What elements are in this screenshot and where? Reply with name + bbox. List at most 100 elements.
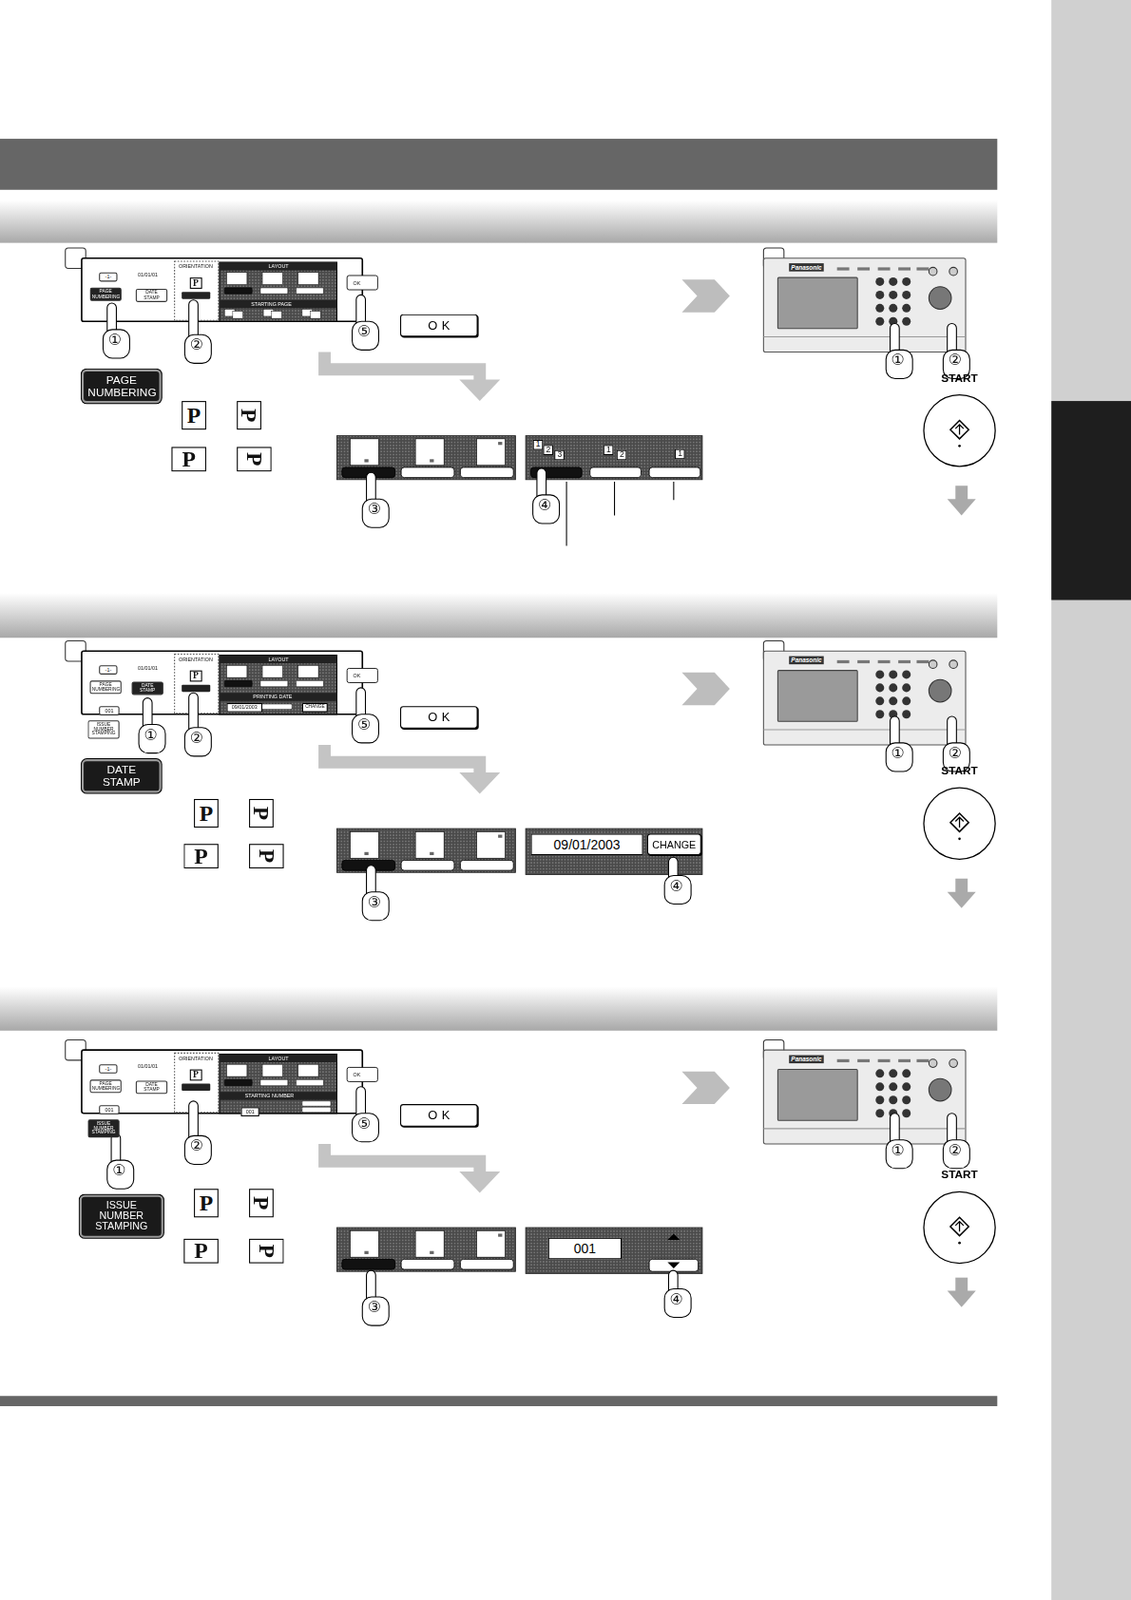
- stop-key: [949, 1059, 959, 1069]
- pointing-hand: [352, 688, 380, 744]
- clear-key: [928, 660, 938, 670]
- node-text: 001: [574, 1241, 596, 1257]
- touch-panel: [81, 651, 363, 715]
- panel-button: [295, 1079, 324, 1086]
- pointing-hand: [184, 692, 211, 757]
- label-text: ②: [948, 744, 962, 763]
- panel-text: 2: [542, 444, 554, 456]
- leader-line: [613, 481, 615, 516]
- indicator: [878, 1059, 891, 1063]
- title-bar: [219, 262, 338, 271]
- callout-number: ②: [948, 353, 962, 369]
- callout-number: ②: [948, 1143, 962, 1159]
- header-bar: [0, 138, 997, 191]
- pointing-hand: [102, 303, 130, 359]
- callout-number: ②: [948, 746, 962, 762]
- label-text: PRINTING DATE: [252, 692, 292, 699]
- chevron-arrow: [681, 1072, 729, 1105]
- label-text: PAGE NUMBERING: [92, 1080, 121, 1091]
- keypad-key: [901, 1095, 911, 1105]
- label-text: ②: [948, 350, 962, 369]
- panel-text: LAYOUT: [268, 1055, 288, 1061]
- zoom-panel: [525, 1227, 703, 1274]
- panel-text: P: [236, 401, 262, 430]
- label-text: P: [254, 849, 278, 863]
- label-text: ORIENTATION: [178, 656, 213, 663]
- zoom-button: [460, 860, 514, 871]
- mode-badge: ISSUE NUMBER STAMPING: [79, 1195, 164, 1239]
- label-text: ORIENTATION: [178, 1055, 213, 1062]
- label-text: Panasonic: [790, 264, 822, 270]
- callout-number: ③: [367, 895, 382, 911]
- label-text: -1-: [105, 273, 113, 280]
- keypad-key: [888, 696, 898, 706]
- label-text: ③: [367, 1298, 382, 1317]
- callout-number: ②: [190, 337, 204, 353]
- panel-text: OK: [353, 280, 362, 286]
- pointing-hand: [352, 294, 380, 350]
- hand-palm: [885, 1140, 913, 1170]
- panel-button: [224, 680, 252, 687]
- panel-text: P: [181, 401, 207, 430]
- panel-text: 1: [533, 440, 544, 451]
- pointing-hand: [942, 323, 970, 379]
- panel-text: 2: [616, 450, 628, 461]
- panel-text: Panasonic: [788, 1055, 825, 1065]
- label-text: 001: [105, 707, 115, 713]
- stamp-mark: [429, 1251, 434, 1255]
- page-icon: [477, 1230, 506, 1258]
- zoom-button: [342, 1259, 396, 1270]
- label-text: P: [248, 1196, 275, 1210]
- pointing-hand: [664, 1270, 691, 1318]
- hand-palm: [362, 892, 389, 921]
- callout-number: ④: [670, 1292, 684, 1308]
- indicator: [857, 267, 870, 270]
- keypad-key: [888, 290, 898, 300]
- stamp-mark: [498, 441, 502, 445]
- panel-button: [224, 287, 252, 294]
- node-text: OK: [427, 1108, 454, 1123]
- section-art: [65, 640, 977, 1266]
- label-text: ⑤: [357, 1114, 371, 1133]
- page-icon: [298, 1064, 319, 1077]
- keypad-key: [901, 1082, 911, 1092]
- hand-palm: [664, 876, 691, 905]
- label-text: DATE STAMP: [143, 1081, 159, 1092]
- page-icon: [415, 1230, 444, 1258]
- page-icon: [477, 439, 506, 466]
- panel-button: [295, 287, 324, 294]
- label-text: 3: [556, 450, 562, 461]
- page-icon: [232, 311, 244, 320]
- panel-area: [219, 655, 338, 715]
- label-text: 2: [546, 444, 552, 455]
- callout-number: ②: [190, 1139, 204, 1155]
- page-icon: [349, 831, 379, 859]
- start-key: [928, 1078, 952, 1102]
- panel-button: [181, 1084, 211, 1093]
- page-icon: [415, 831, 444, 859]
- label-text: P: [248, 806, 275, 821]
- label-text: Panasonic: [790, 1056, 822, 1063]
- panel-text: STARTING PAGE: [250, 301, 292, 307]
- panel-text: OK: [353, 673, 362, 679]
- stamp-mark: [429, 459, 434, 462]
- node-text: PAGE NUMBERING: [87, 373, 156, 398]
- panel-text: ISSUE NUMBER STAMPING: [87, 720, 119, 739]
- label-text: -1-: [105, 666, 113, 672]
- panel-edge: [763, 336, 966, 338]
- page-icon: [298, 272, 319, 286]
- label-text: ISSUE NUMBER STAMPING: [92, 1120, 116, 1135]
- page-icon: [349, 1230, 379, 1258]
- arrow-button: [302, 1107, 331, 1112]
- callout-number: ②: [190, 730, 204, 747]
- label-text: ②: [190, 728, 204, 748]
- label-text: ②: [190, 1136, 204, 1155]
- chevron-arrow: [681, 672, 729, 706]
- keypad-key: [875, 304, 884, 313]
- label-text: PAGE NUMBERING: [92, 288, 121, 299]
- hand-palm: [362, 1297, 389, 1326]
- panel-text: P: [190, 1070, 202, 1082]
- label-text: P: [192, 1070, 199, 1081]
- label-text: P: [192, 670, 199, 682]
- page-icon: [309, 311, 321, 320]
